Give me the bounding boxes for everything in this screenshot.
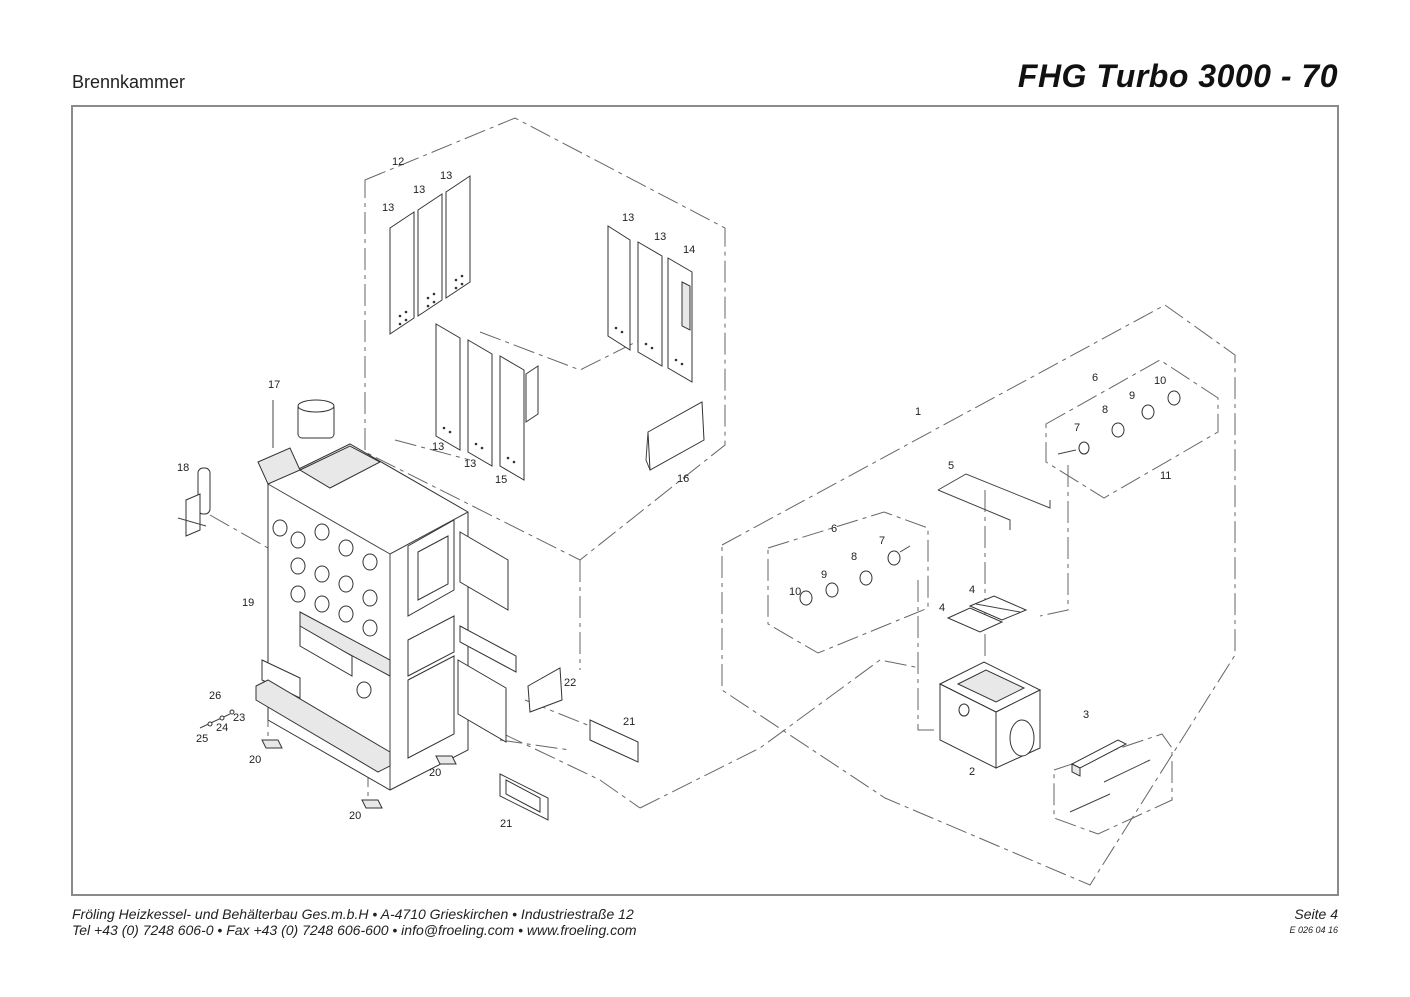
callout-7a: 7	[1074, 422, 1080, 434]
rings-upper	[1057, 390, 1181, 455]
callout-15: 15	[495, 474, 507, 486]
callout-7b: 7	[879, 535, 885, 547]
callout-9b: 9	[821, 569, 827, 581]
callout-13a: 13	[440, 170, 452, 182]
callout-9a: 9	[1129, 390, 1135, 402]
callout-8a: 8	[1102, 404, 1108, 416]
callout-6b: 6	[831, 523, 837, 535]
grate-plates-4	[946, 595, 1028, 633]
callout-17: 17	[268, 379, 280, 391]
callout-labels: 1 2 3 4 4 5 6 6 7 7 8 8 9 9 10 10 11 12 …	[177, 156, 1171, 830]
feet-20	[261, 739, 457, 809]
hardware-23-26	[199, 709, 235, 729]
callout-13b: 13	[413, 184, 425, 196]
callout-20a: 20	[249, 754, 261, 766]
heat-exchanger-plates	[389, 175, 693, 481]
callout-16: 16	[677, 473, 689, 485]
callout-10b: 10	[789, 586, 801, 598]
callout-11: 11	[1160, 470, 1171, 482]
callout-13f: 13	[432, 441, 444, 453]
flue-connector-18	[177, 467, 211, 537]
dashed-group-outlines	[209, 117, 1236, 886]
callout-26: 26	[209, 690, 221, 702]
drawing-frame	[71, 105, 1339, 896]
callout-13d: 13	[622, 212, 634, 224]
page-number: Seite 4	[1294, 906, 1338, 922]
bracket-5	[937, 473, 1051, 530]
callout-21b: 21	[500, 818, 512, 830]
document-code: E 026 04 16	[1289, 925, 1338, 935]
callout-13e: 13	[654, 231, 666, 243]
callout-1: 1	[915, 406, 921, 418]
section-title: Brennkammer	[72, 72, 186, 92]
callout-19: 19	[242, 597, 254, 609]
callout-21a: 21	[623, 716, 635, 728]
callout-6a: 6	[1092, 372, 1098, 384]
footer-address: Fröling Heizkessel- und Behälterbau Ges.…	[72, 906, 634, 922]
callout-13g: 13	[464, 458, 476, 470]
boiler-body	[255, 399, 517, 791]
callout-12: 12	[392, 156, 404, 168]
callout-14: 14	[683, 244, 695, 256]
footer-contact: Tel +43 (0) 7248 606-0 • Fax +43 (0) 724…	[72, 922, 637, 938]
callout-13c: 13	[382, 202, 394, 214]
model-title: FHG Turbo 3000 - 70	[1017, 58, 1338, 94]
door-seals	[499, 667, 639, 821]
callout-24: 24	[216, 722, 228, 734]
callout-5: 5	[948, 460, 954, 472]
callout-25: 25	[196, 733, 208, 745]
rings-lower	[799, 545, 911, 606]
callout-22: 22	[564, 677, 576, 689]
callout-23: 23	[233, 712, 245, 724]
callout-3: 3	[1083, 709, 1089, 721]
baffle-plate-16	[645, 401, 705, 471]
combustion-chamber-2	[938, 661, 1042, 769]
callout-20b: 20	[349, 810, 361, 822]
callout-2: 2	[969, 766, 975, 778]
callout-10a: 10	[1154, 375, 1166, 387]
ash-scraper-3	[1069, 739, 1151, 813]
callout-20c: 20	[429, 767, 441, 779]
callout-4a: 4	[969, 584, 975, 596]
callout-4b: 4	[939, 602, 945, 614]
callout-8b: 8	[851, 551, 857, 563]
callout-18: 18	[177, 462, 189, 474]
